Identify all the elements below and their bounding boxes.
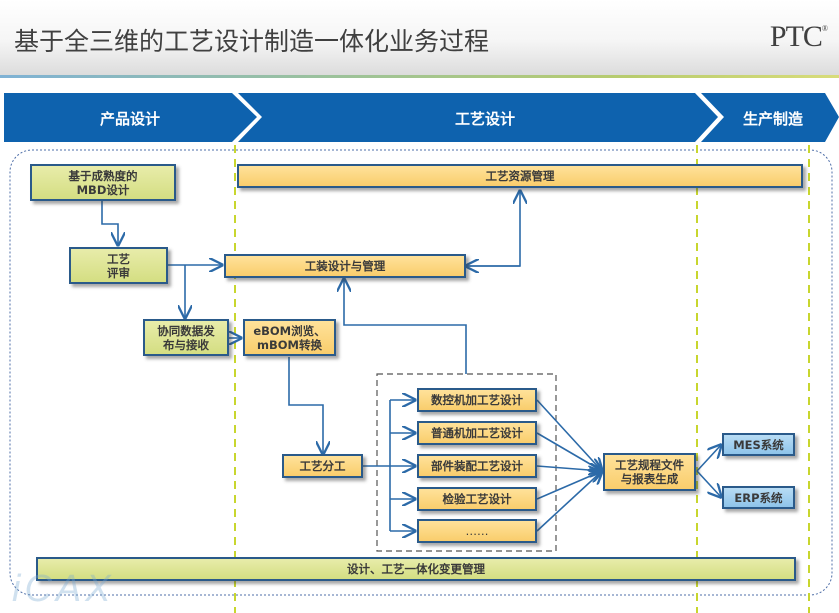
arrow-ebom-to-division	[288, 357, 323, 454]
arrow-inspection-to-doc	[536, 471, 602, 500]
ptc-logo: PTC®	[769, 20, 828, 54]
phase-chevron-product-design	[4, 93, 257, 142]
header-bar: 基于全三维的工艺设计制造一体化业务过程 PTC®	[0, 0, 839, 75]
node-process-review[interactable]: 工艺 评审	[69, 247, 168, 284]
process-frame	[9, 149, 833, 596]
node-doc-generation[interactable]: 工艺规程文件 与报表生成	[603, 453, 696, 491]
node-erp[interactable]: ERP系统	[722, 486, 795, 509]
node-ebom-mbom[interactable]: eBOM浏览、 mBOM转换	[243, 319, 336, 356]
node-general-machining[interactable]: 普通机加工艺设计	[417, 421, 537, 445]
node-mes[interactable]: MES系统	[722, 433, 795, 456]
node-assembly-design[interactable]: 部件装配工艺设计	[417, 454, 537, 478]
node-inspection-design[interactable]: 检验工艺设计	[417, 487, 537, 511]
phase-manufacturing: 生产制造	[742, 110, 803, 128]
node-tooling-design[interactable]: 工装设计与管理	[224, 254, 466, 278]
node-resource-mgmt[interactable]: 工艺资源管理	[237, 164, 803, 188]
phase-product-design: 产品设计	[99, 110, 160, 128]
header-gradient-rule	[0, 75, 839, 78]
page-title: 基于全三维的工艺设计制造一体化业务过程	[14, 27, 490, 56]
node-more[interactable]: ……	[417, 519, 537, 543]
phase-chevron-process-design	[238, 93, 718, 142]
node-mbd-design[interactable]: 基于成熟度的 MBD设计	[30, 164, 176, 201]
arrow-group-to-tooling	[344, 279, 467, 374]
arrow-assembly-to-doc	[536, 466, 602, 471]
process-design-group	[376, 373, 557, 552]
phase-chevron-manufacturing	[701, 93, 839, 142]
arrow-tooling-to-resource	[466, 191, 520, 267]
watermark-logo: iCAX	[12, 568, 115, 610]
node-cnc-design[interactable]: 数控机加工艺设计	[417, 388, 537, 412]
node-change-mgmt[interactable]: 设计、工艺一体化变更管理	[36, 557, 796, 581]
arrow-mbd-to-review	[101, 201, 118, 245]
arrow-general-to-doc	[536, 432, 602, 471]
node-process-division[interactable]: 工艺分工	[282, 454, 363, 478]
arrow-doc-to-erp	[696, 470, 721, 497]
arrow-cnc-to-doc	[536, 399, 602, 471]
arrow-more-to-doc	[536, 471, 602, 532]
logo-text: PTC	[769, 20, 823, 53]
phase-process-design: 工艺设计	[454, 110, 515, 128]
registered-mark: ®	[821, 24, 828, 33]
arrow-doc-to-mes	[696, 445, 721, 472]
node-collab-data[interactable]: 协同数据发 布与接收	[143, 319, 229, 356]
